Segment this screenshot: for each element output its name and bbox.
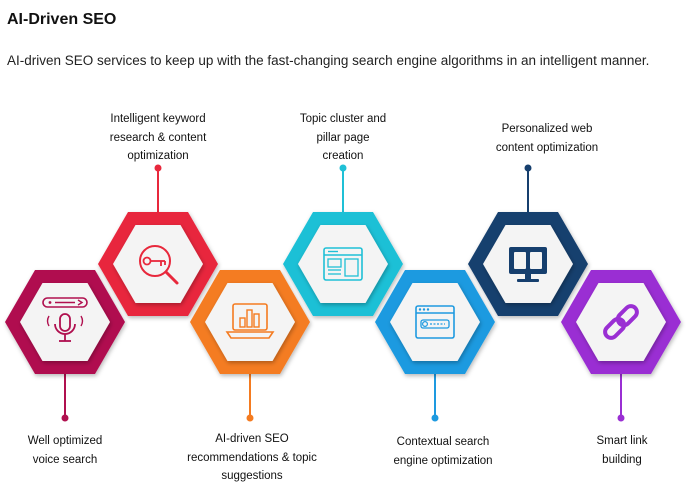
step-inner-hexagon xyxy=(390,283,480,361)
connector-dot xyxy=(339,164,347,172)
process-step-1 xyxy=(5,270,125,422)
step-inner-hexagon xyxy=(113,225,203,303)
page-title: AI-Driven SEO xyxy=(7,11,117,28)
connector-dot xyxy=(61,414,69,422)
process-step-3 xyxy=(190,270,310,422)
process-step-6 xyxy=(468,164,588,316)
connector-dot xyxy=(524,164,532,172)
connector-dot xyxy=(154,164,162,172)
monitor-icon xyxy=(509,247,547,282)
process-step-7 xyxy=(561,270,681,422)
connector-dot xyxy=(617,414,625,422)
web-layout-icon xyxy=(323,247,363,281)
laptop-chart-icon xyxy=(225,303,275,339)
key-magnifier-icon xyxy=(139,245,179,285)
process-step-4 xyxy=(283,164,403,316)
connector-dot xyxy=(431,414,439,422)
connector-dot xyxy=(246,414,254,422)
step-inner-hexagon xyxy=(205,283,295,361)
step-inner-hexagon xyxy=(298,225,388,303)
process-step-5 xyxy=(375,270,495,422)
microphone-search-icon xyxy=(42,297,88,342)
process-step-2 xyxy=(98,164,218,316)
chain-link-icon xyxy=(603,304,639,340)
browser-search-icon xyxy=(415,305,455,339)
page-subtitle: AI-driven SEO services to keep up with t… xyxy=(7,53,650,68)
